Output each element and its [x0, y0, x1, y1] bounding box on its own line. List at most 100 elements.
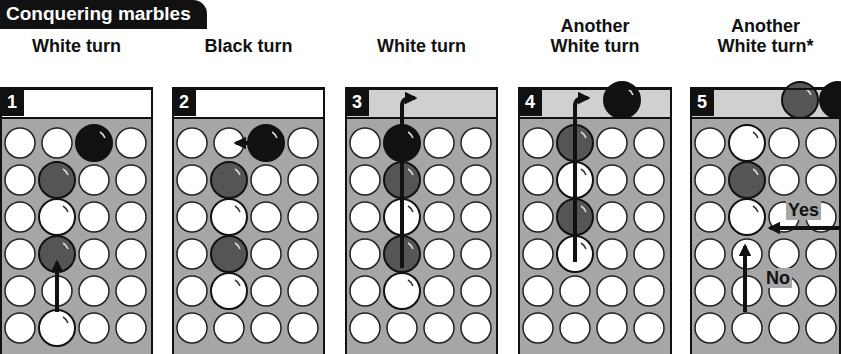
hole: [288, 128, 318, 158]
marble: [729, 162, 765, 198]
hole: [5, 165, 35, 195]
hole: [116, 165, 146, 195]
hole: [116, 239, 146, 269]
hole: [634, 128, 664, 158]
hole: [350, 239, 380, 269]
hole: [5, 128, 35, 158]
marble-highlight: [63, 169, 68, 175]
hole: [288, 202, 318, 232]
marble: [211, 199, 247, 235]
hole: [288, 313, 318, 343]
marble-highlight: [235, 243, 240, 249]
step-panel: Another White turn*5: [690, 88, 841, 354]
choice-label: No: [764, 268, 792, 288]
turn-heading: Black turn: [193, 36, 305, 56]
turn-heading: Another White turn*: [710, 16, 822, 56]
turn-heading: White turn: [21, 36, 133, 56]
hole: [5, 239, 35, 269]
marble-highlight: [408, 206, 413, 212]
hole: [116, 276, 146, 306]
marble-highlight: [100, 132, 105, 138]
hole: [251, 165, 281, 195]
hole: [251, 202, 281, 232]
hole: [424, 202, 454, 232]
move-arrow: [55, 262, 59, 312]
hole: [79, 165, 109, 195]
board: [0, 88, 153, 354]
step-number: 2: [172, 88, 196, 116]
step-panel: White turn1: [0, 88, 153, 354]
board: [172, 88, 325, 354]
marble: [211, 236, 247, 272]
hole: [806, 313, 836, 343]
marble-highlight: [63, 317, 68, 323]
marble-highlight: [235, 169, 240, 175]
hole: [806, 165, 836, 195]
panel-art: [0, 88, 153, 354]
marble-highlight: [581, 206, 586, 212]
hole: [634, 202, 664, 232]
marble-highlight: [753, 206, 758, 212]
hole: [387, 313, 417, 343]
hole: [424, 276, 454, 306]
hole: [634, 239, 664, 269]
marble-highlight: [581, 243, 586, 249]
hole: [177, 239, 207, 269]
marble-highlight: [63, 206, 68, 212]
hole: [79, 313, 109, 343]
hole: [350, 276, 380, 306]
hole: [288, 239, 318, 269]
marble-highlight: [408, 243, 413, 249]
hole: [461, 276, 491, 306]
hole: [424, 128, 454, 158]
hole: [350, 313, 380, 343]
hole: [769, 165, 799, 195]
hole: [177, 313, 207, 343]
hole: [288, 165, 318, 195]
hole: [523, 202, 553, 232]
hole: [634, 276, 664, 306]
board-header: [345, 88, 498, 118]
hole: [597, 202, 627, 232]
hole: [695, 128, 725, 158]
hole: [523, 313, 553, 343]
hole: [695, 202, 725, 232]
board-header: [172, 88, 325, 118]
hole: [251, 239, 281, 269]
hole: [769, 313, 799, 343]
step-panel: Black turn2: [172, 88, 325, 354]
hole: [695, 239, 725, 269]
marble: [729, 199, 765, 235]
hole: [634, 165, 664, 195]
hole: [5, 202, 35, 232]
hole: [424, 165, 454, 195]
hole: [214, 313, 244, 343]
move-arrow: [575, 98, 588, 262]
marble-highlight: [581, 132, 586, 138]
hole: [597, 313, 627, 343]
marble-highlight: [408, 169, 413, 175]
hole: [288, 276, 318, 306]
hole: [695, 276, 725, 306]
turn-heading: White turn: [366, 36, 478, 56]
hole: [79, 276, 109, 306]
hole: [695, 165, 725, 195]
board: [690, 88, 841, 354]
hole: [5, 313, 35, 343]
marble: [39, 310, 75, 346]
hole: [350, 128, 380, 158]
hole: [350, 165, 380, 195]
marble-highlight: [272, 132, 277, 138]
hole: [177, 128, 207, 158]
hole: [350, 202, 380, 232]
hole: [560, 313, 590, 343]
hole: [461, 165, 491, 195]
marble: [248, 125, 284, 161]
step-number: 5: [690, 88, 714, 116]
hole: [695, 313, 725, 343]
hole: [116, 313, 146, 343]
marble: [39, 162, 75, 198]
marble: [211, 162, 247, 198]
hole: [461, 128, 491, 158]
hole: [769, 128, 799, 158]
